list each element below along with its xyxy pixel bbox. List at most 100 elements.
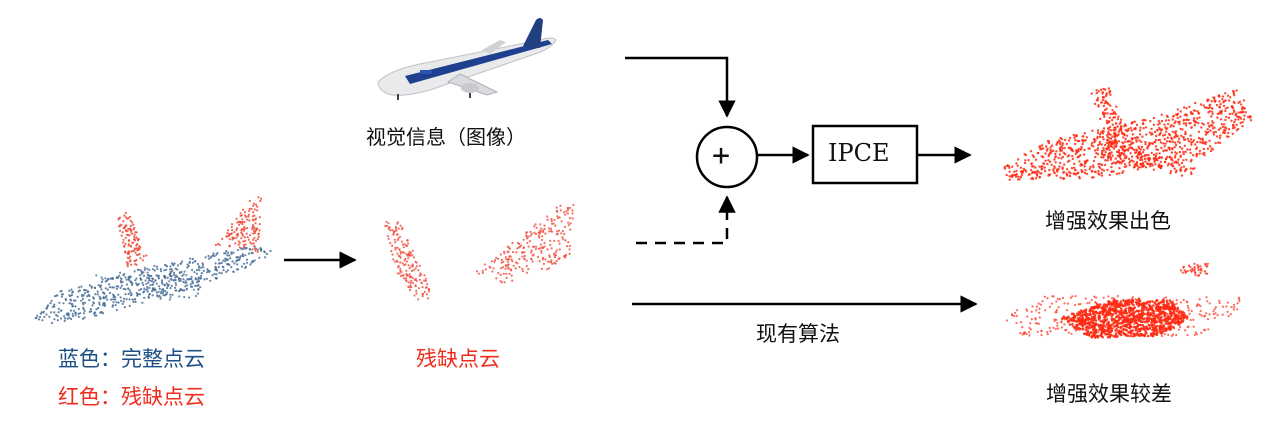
point <box>1218 299 1221 302</box>
point <box>1101 135 1105 139</box>
point <box>1083 171 1087 175</box>
point <box>216 252 219 255</box>
point <box>148 268 151 272</box>
point <box>426 283 429 286</box>
point <box>568 248 571 251</box>
point <box>149 284 152 287</box>
point <box>1053 165 1056 168</box>
point <box>1107 323 1110 326</box>
point <box>402 246 405 249</box>
point <box>124 216 127 219</box>
point <box>89 310 93 313</box>
point <box>1025 332 1028 336</box>
point <box>1138 129 1142 132</box>
point <box>173 271 176 275</box>
point <box>1135 321 1138 324</box>
point <box>1151 142 1154 145</box>
point <box>514 261 518 264</box>
point <box>1054 152 1057 156</box>
point <box>83 309 86 312</box>
point <box>569 228 572 231</box>
point <box>1084 326 1088 329</box>
point <box>403 243 406 246</box>
point <box>1226 310 1229 313</box>
point <box>1214 306 1217 309</box>
point <box>248 219 251 222</box>
point <box>134 300 137 303</box>
point <box>1068 139 1071 142</box>
point <box>394 241 397 244</box>
point <box>1059 141 1062 144</box>
point <box>1142 127 1145 130</box>
point <box>1189 138 1193 141</box>
point <box>507 250 510 253</box>
point <box>1040 333 1043 337</box>
point <box>1046 297 1049 300</box>
point <box>563 255 566 258</box>
point <box>1160 119 1164 123</box>
point <box>1098 303 1102 306</box>
point <box>164 275 167 278</box>
point <box>1188 148 1192 151</box>
point <box>423 290 426 293</box>
point <box>1125 310 1128 313</box>
point <box>1197 269 1200 272</box>
point <box>1050 144 1054 147</box>
point <box>1156 320 1159 324</box>
point <box>509 268 512 271</box>
point <box>1149 314 1152 317</box>
point <box>126 256 129 259</box>
point <box>1052 170 1056 173</box>
point <box>1163 133 1167 136</box>
point <box>43 315 46 319</box>
point <box>131 241 134 244</box>
point <box>407 253 410 256</box>
point <box>169 274 172 277</box>
point <box>253 236 256 239</box>
point <box>254 239 258 242</box>
point <box>1155 299 1159 302</box>
point <box>1096 335 1100 339</box>
point <box>1074 138 1077 142</box>
point <box>129 224 132 227</box>
point <box>1219 103 1222 106</box>
point <box>1109 302 1112 306</box>
point <box>196 292 200 295</box>
point <box>1172 308 1175 311</box>
point <box>477 272 480 275</box>
point <box>169 265 172 268</box>
point <box>120 299 123 302</box>
point <box>1232 308 1235 311</box>
point <box>94 293 97 296</box>
point <box>1074 152 1078 156</box>
point <box>1185 118 1188 121</box>
point <box>1182 119 1185 122</box>
point <box>1108 116 1112 120</box>
point <box>1169 301 1173 304</box>
point <box>1125 155 1128 158</box>
point <box>1131 155 1134 158</box>
point <box>117 301 120 304</box>
point <box>1150 151 1153 155</box>
point <box>144 279 147 282</box>
point <box>1153 316 1156 320</box>
point <box>242 246 245 249</box>
point <box>424 279 427 283</box>
point <box>1130 122 1134 125</box>
point <box>1210 100 1213 103</box>
point <box>100 310 103 314</box>
point <box>408 267 411 270</box>
point <box>1210 147 1213 150</box>
point <box>1192 109 1196 112</box>
point <box>1097 316 1101 319</box>
point <box>1076 312 1079 316</box>
point <box>1193 269 1196 272</box>
point <box>241 234 245 237</box>
point <box>134 251 137 254</box>
point <box>97 284 100 287</box>
point <box>1218 106 1222 109</box>
point <box>1171 147 1174 150</box>
point <box>541 229 545 232</box>
point <box>45 313 48 316</box>
point <box>1123 301 1127 305</box>
